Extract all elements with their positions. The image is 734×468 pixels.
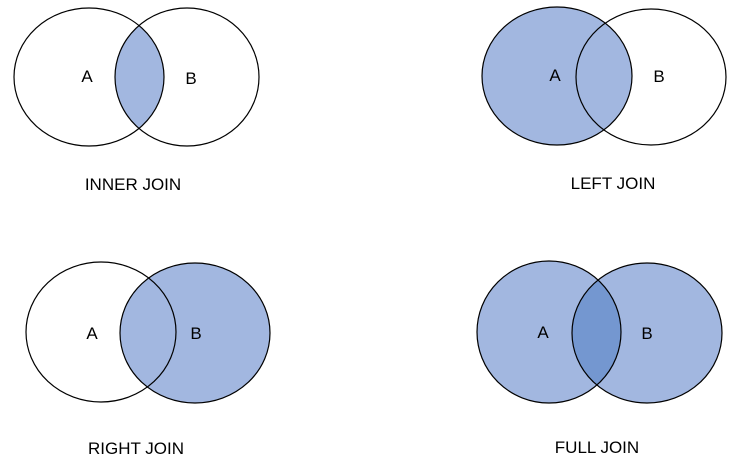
- left-join-label-a: A: [549, 66, 561, 85]
- venn-inner-join: A B INNER JOIN: [13, 7, 260, 194]
- left-join-label-b: B: [653, 67, 664, 86]
- right-join-circle-b-fill: [120, 263, 270, 403]
- inner-join-caption: INNER JOIN: [85, 175, 181, 194]
- venn-right-join: A B RIGHT JOIN: [25, 261, 271, 458]
- right-join-label-a: A: [86, 324, 98, 343]
- right-join-caption: RIGHT JOIN: [88, 439, 184, 458]
- inner-join-label-a: A: [81, 67, 93, 86]
- inner-join-circle-b: [114, 7, 260, 147]
- left-join-circle-b: [575, 8, 727, 146]
- inner-join-label-b: B: [185, 69, 196, 88]
- full-join-intersection: [572, 263, 621, 403]
- full-join-label-b: B: [641, 324, 652, 343]
- left-join-caption: LEFT JOIN: [571, 174, 656, 193]
- left-join-circle-a-fill: [482, 7, 632, 145]
- full-join-circle-a: [476, 260, 622, 404]
- full-join-circle-b: [571, 262, 723, 404]
- full-join-caption: FULL JOIN: [555, 438, 639, 457]
- full-join-label-a: A: [537, 323, 549, 342]
- right-join-circle-b: [119, 262, 271, 404]
- right-join-label-b: B: [190, 324, 201, 343]
- venn-full-join: A B FULL JOIN: [476, 260, 723, 457]
- inner-join-circle-a: [13, 7, 165, 147]
- right-join-circle-a: [25, 261, 177, 403]
- venn-left-join: A B LEFT JOIN: [481, 6, 727, 193]
- left-join-circle-a: [481, 6, 633, 146]
- inner-join-intersection: [115, 8, 164, 146]
